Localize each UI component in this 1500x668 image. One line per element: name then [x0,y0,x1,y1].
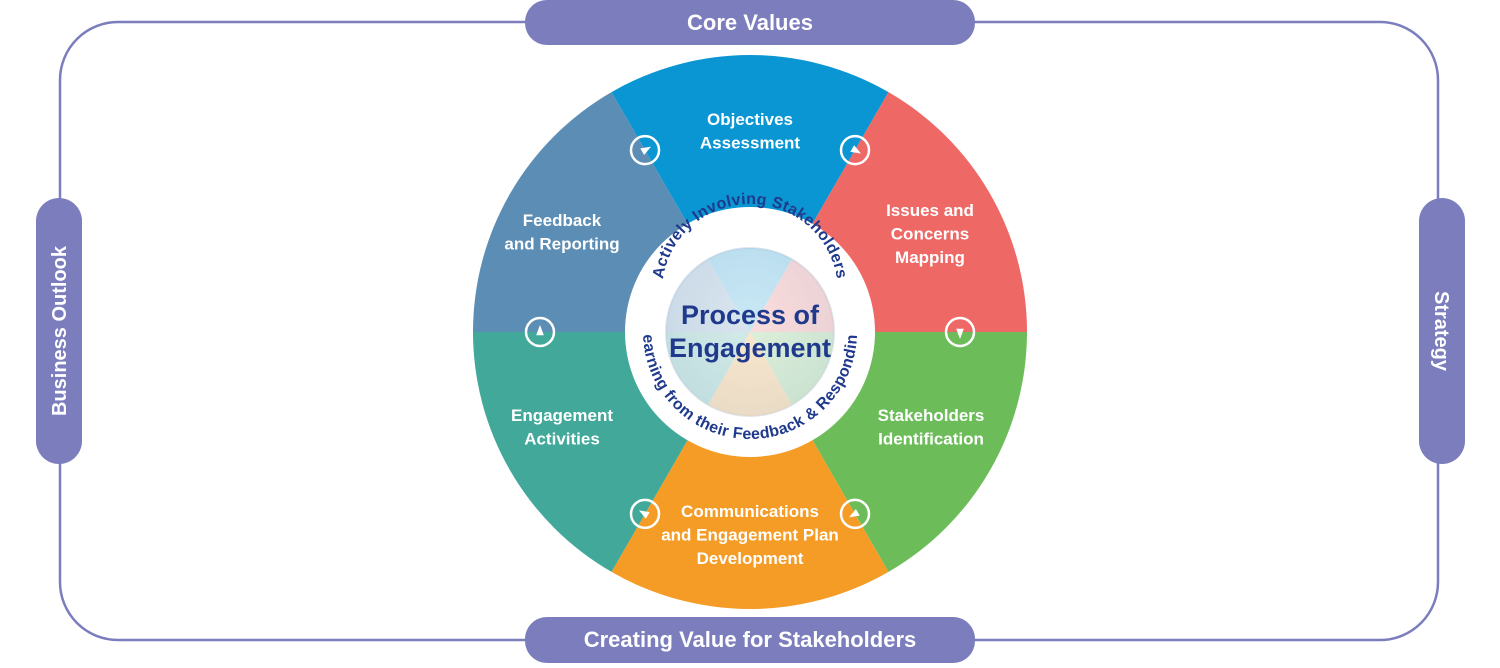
center-petal [666,332,750,405]
center-petal [750,332,834,405]
creating-value-text: Creating Value for Stakeholders [584,627,917,652]
segment-objectives-assessment [611,54,889,332]
creating-value-label: Creating Value for Stakeholders [525,617,975,663]
cycle-chevron-icon [839,134,871,166]
center-petal [708,332,792,416]
center-petal [666,259,750,332]
cycle-arrows [524,134,976,530]
strategy-text: Strategy [1430,291,1452,372]
business-outlook-label: Business Outlook [36,198,82,464]
core-values-label: Core Values [525,0,975,45]
segment-communications-plan-development [611,332,889,609]
business-outlook-text: Business Outlook [49,245,71,416]
center-title-line2: Engagement [669,333,831,363]
center-petal [750,259,834,332]
cycle-chevron-icon [524,316,556,348]
strategy-label: Strategy [1419,198,1465,464]
center-title-line1: Process of [681,300,820,330]
center-disc [665,247,835,417]
center-petal [708,248,792,332]
cycle-chevron-icon [629,134,661,166]
cycle-chevron-icon [839,498,871,530]
cycle-chevron-icon [944,316,976,348]
cycle-chevron-icon [629,498,661,530]
core-values-text: Core Values [687,10,813,35]
center-color-petals [666,248,834,416]
